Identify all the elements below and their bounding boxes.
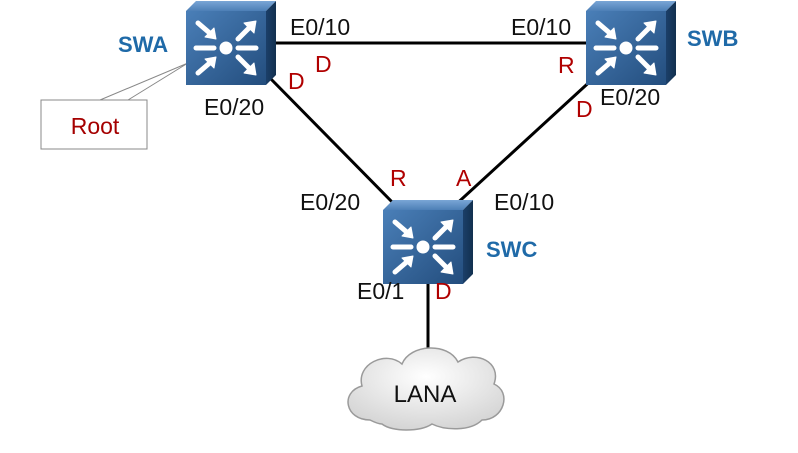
- cloud-icon: [347, 347, 505, 431]
- root-callout-pointer: [99, 62, 189, 101]
- lan-label: LANA: [394, 381, 457, 408]
- switch-arrows-icon: [586, 1, 676, 85]
- role-swc-e0-1: D: [435, 278, 452, 304]
- role-swc-e0-20: R: [390, 165, 407, 191]
- port-swb-e0-10: E0/10: [511, 14, 571, 40]
- switch-arrows-icon: [383, 200, 473, 284]
- switch-swc-name: SWC: [486, 237, 537, 262]
- role-swa-e0-20: D: [288, 68, 305, 94]
- switch-arrows-icon: [186, 1, 276, 85]
- port-swa-e0-10: E0/10: [290, 14, 350, 40]
- root-callout-box: [40, 99, 148, 150]
- switch-swa[interactable]: SWA: [118, 1, 276, 85]
- switch-swc[interactable]: SWC: [383, 200, 537, 284]
- port-swc-e0-1: E0/1: [357, 278, 404, 304]
- switch-swb[interactable]: SWB: [586, 1, 738, 85]
- role-swb-e0-10: R: [558, 52, 575, 78]
- switch-swa-name: SWA: [118, 32, 168, 57]
- role-swb-e0-20: D: [576, 96, 593, 122]
- root-callout-text: Root: [71, 113, 120, 139]
- links: [266, 41, 598, 352]
- link-swb-swc: [450, 74, 598, 210]
- port-swc-e0-20: E0/20: [300, 189, 360, 215]
- port-swb-e0-20: E0/20: [600, 84, 660, 110]
- role-swa-e0-10: D: [315, 51, 332, 77]
- root-callout: Root: [40, 62, 189, 150]
- link-swa-swc: [266, 74, 400, 210]
- port-swc-e0-10: E0/10: [494, 189, 554, 215]
- role-swc-e0-10: A: [456, 165, 472, 191]
- switch-swb-name: SWB: [687, 26, 738, 51]
- lan-cloud[interactable]: LANA: [347, 347, 505, 431]
- port-swa-e0-20: E0/20: [204, 94, 264, 120]
